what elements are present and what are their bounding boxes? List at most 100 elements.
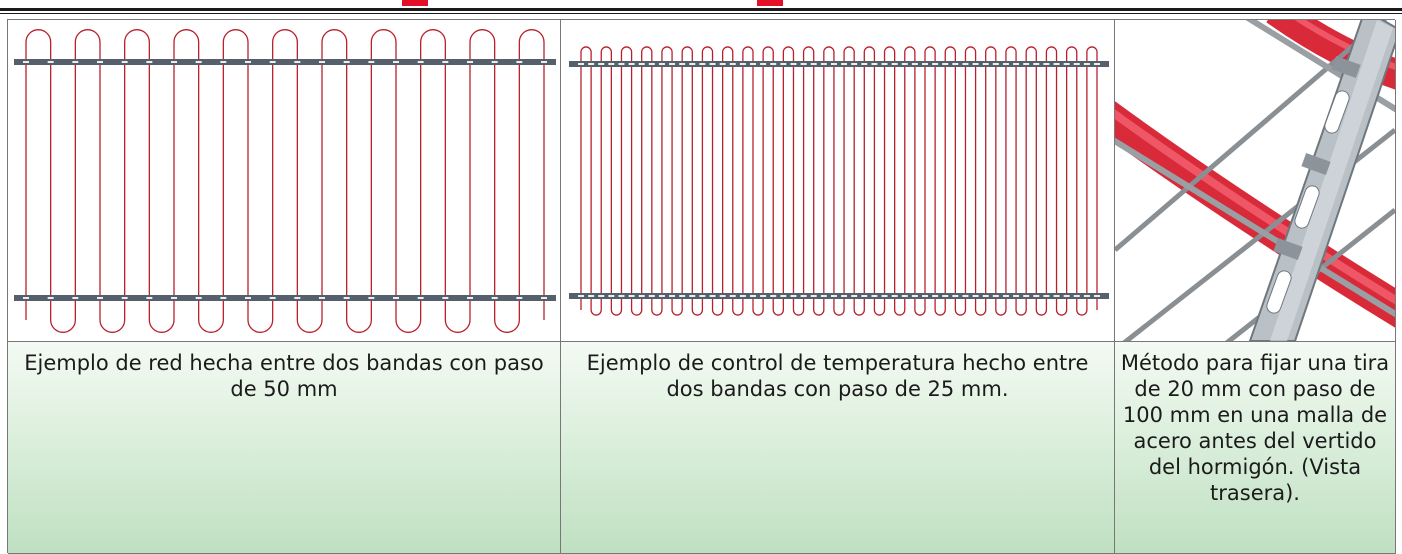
strip-hole	[719, 295, 726, 297]
strip-hole	[901, 295, 908, 297]
strip-hole	[541, 297, 547, 299]
strip-hole	[269, 61, 276, 63]
strip-hole	[578, 63, 584, 65]
strip-hole	[982, 295, 989, 297]
strip-hole	[851, 63, 858, 65]
strip-hole	[972, 295, 979, 297]
strip-hole	[393, 297, 399, 299]
strip-hole	[790, 63, 797, 65]
strip-hole	[790, 295, 797, 297]
strip-hole	[709, 63, 716, 65]
strip-hole	[891, 63, 898, 65]
strip-hole	[578, 295, 584, 297]
strip-hole	[1043, 63, 1050, 65]
strip-hole	[851, 295, 858, 297]
strip-hole	[739, 295, 746, 297]
strip-hole	[861, 63, 868, 65]
strip-hole	[72, 61, 79, 63]
strip-hole	[1013, 295, 1020, 297]
fixing-strip-bottom	[14, 295, 556, 301]
strip-hole	[932, 63, 939, 65]
top-rule-thin	[0, 13, 1402, 14]
strip-hole	[911, 63, 918, 65]
fixing-strip-bottom	[569, 293, 1109, 299]
strip-hole	[750, 295, 756, 297]
strip-hole	[1083, 63, 1090, 65]
strip-hole	[719, 63, 726, 65]
strip-hole	[881, 295, 888, 297]
strip-hole	[992, 63, 999, 65]
strip-hole	[269, 297, 276, 299]
strip-hole	[699, 63, 706, 65]
strip-hole	[294, 61, 301, 63]
heating-cable	[25, 29, 545, 333]
strip-hole	[942, 295, 949, 297]
strip-hole	[760, 63, 767, 65]
strip-hole	[23, 297, 29, 299]
strip-hole	[442, 297, 449, 299]
strip-hole	[47, 297, 54, 299]
strip-hole	[830, 295, 837, 297]
strip-hole	[608, 295, 615, 297]
strip-hole	[942, 63, 949, 65]
strip-hole	[588, 63, 595, 65]
strip-hole	[729, 295, 736, 297]
strip-hole	[368, 61, 375, 63]
strip-hole	[972, 63, 979, 65]
strip-hole	[1002, 63, 1009, 65]
strip-hole	[669, 63, 676, 65]
strip-hole	[343, 297, 350, 299]
strip-hole	[72, 297, 79, 299]
strip-hole	[608, 63, 615, 65]
strip-hole	[638, 295, 645, 297]
strip-hole	[750, 63, 756, 65]
strip-hole	[121, 297, 128, 299]
strip-hole	[442, 61, 449, 63]
strip-hole	[810, 63, 817, 65]
strip-hole	[841, 295, 848, 297]
strip-hole	[491, 61, 498, 63]
strip-hole	[598, 295, 605, 297]
strip-hole	[770, 63, 777, 65]
strip-hole	[1063, 295, 1070, 297]
strip-hole	[901, 63, 908, 65]
strip-hole	[1063, 63, 1070, 65]
strip-hole	[1033, 63, 1040, 65]
header-red-fragment	[757, 0, 783, 6]
strip-hole	[922, 63, 928, 65]
strip-hole	[1033, 295, 1040, 297]
strip-hole	[195, 297, 202, 299]
strip-hole	[871, 295, 878, 297]
strip-hole	[220, 61, 227, 63]
strip-hole	[1002, 295, 1009, 297]
strip-hole	[491, 297, 498, 299]
strip-hole	[881, 63, 888, 65]
strip-hole	[770, 295, 777, 297]
strip-hole	[648, 295, 655, 297]
strip-hole	[962, 63, 969, 65]
strip-hole	[588, 295, 595, 297]
strip-hole	[417, 61, 424, 63]
fixing-strip-top	[14, 59, 556, 65]
strip-hole	[800, 63, 807, 65]
strip-hole	[922, 295, 928, 297]
strip-hole	[467, 61, 473, 63]
strip-hole	[648, 63, 655, 65]
strip-hole	[810, 295, 817, 297]
strip-hole	[97, 297, 103, 299]
strip-hole	[992, 295, 999, 297]
strip-hole	[1043, 295, 1050, 297]
strip-hole	[820, 295, 827, 297]
caption-right: Método para fijar una tira de 20 mm con …	[1115, 342, 1396, 554]
heating-cable	[580, 46, 1098, 316]
strip-hole	[689, 295, 696, 297]
cable-network-50mm-figure	[14, 29, 556, 333]
strip-hole	[628, 295, 635, 297]
steel-strip-on-mesh-photo	[1115, 20, 1395, 341]
strip-hole	[911, 295, 918, 297]
strip-hole	[97, 61, 103, 63]
strip-hole	[820, 63, 827, 65]
strip-hole	[598, 63, 605, 65]
strip-hole	[709, 295, 716, 297]
strip-hole	[699, 295, 706, 297]
